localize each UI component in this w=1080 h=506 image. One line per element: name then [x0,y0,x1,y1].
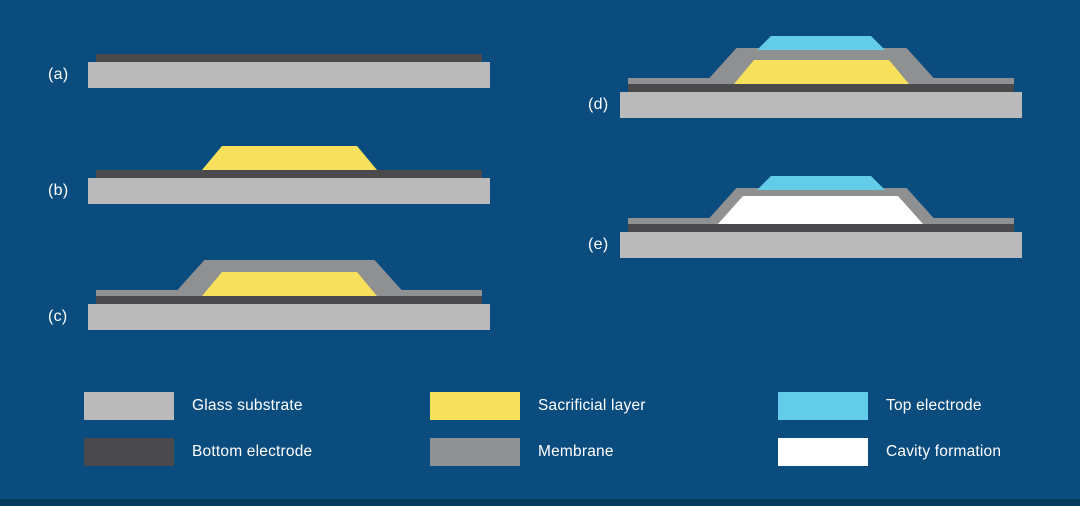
bottom-electrode-layer [628,224,1014,232]
legend-item-membrane: Membrane [430,438,614,466]
cavity-formation-swatch [778,438,868,466]
glass-substrate-swatch [84,392,174,420]
sacrificial-layer-swatch [430,392,520,420]
sacrificial-layer [202,272,377,296]
bottom-electrode-layer [96,170,482,178]
glass-substrate-layer [88,304,490,330]
glass-substrate-layer [620,92,1022,118]
membrane-swatch [430,438,520,466]
legend-label: Sacrificial layer [538,397,646,414]
diagram-step-a [88,54,490,88]
legend-label: Cavity formation [886,443,1002,460]
glass-substrate-layer [88,62,490,88]
step-label-b: (b) [48,182,69,199]
diagram-step-e [620,176,1022,258]
top-electrode-layer [757,176,885,190]
step-label-e: (e) [588,236,609,253]
legend-label: Membrane [538,443,614,460]
cavity-layer [718,196,923,224]
diagram-step-d [620,36,1022,118]
bottom-electrode-layer [96,296,482,304]
diagram-step-b [88,146,490,204]
step-label-c: (c) [48,308,68,325]
legend-item-top-electrode: Top electrode [778,392,982,420]
glass-substrate-layer [620,232,1022,258]
legend-label: Bottom electrode [192,443,313,460]
legend-label: Top electrode [886,397,982,414]
legend-item-glass-substrate: Glass substrate [84,392,303,420]
legend-item-sacrificial-layer: Sacrificial layer [430,392,646,420]
bottom-electrode-layer [628,84,1014,92]
step-label-a: (a) [48,66,69,83]
glass-substrate-layer [88,178,490,204]
diagram-step-c [88,260,490,330]
step-label-d: (d) [588,96,609,113]
top-electrode-swatch [778,392,868,420]
footer-accent-strip [0,499,1080,506]
legend-label: Glass substrate [192,397,303,414]
sacrificial-layer [202,146,377,170]
bottom-electrode-layer [96,54,482,62]
legend-item-bottom-electrode: Bottom electrode [84,438,312,466]
top-electrode-layer [757,36,885,50]
legend-item-cavity-formation: Cavity formation [778,438,1001,466]
bottom-electrode-swatch [84,438,174,466]
sacrificial-layer [734,60,909,84]
